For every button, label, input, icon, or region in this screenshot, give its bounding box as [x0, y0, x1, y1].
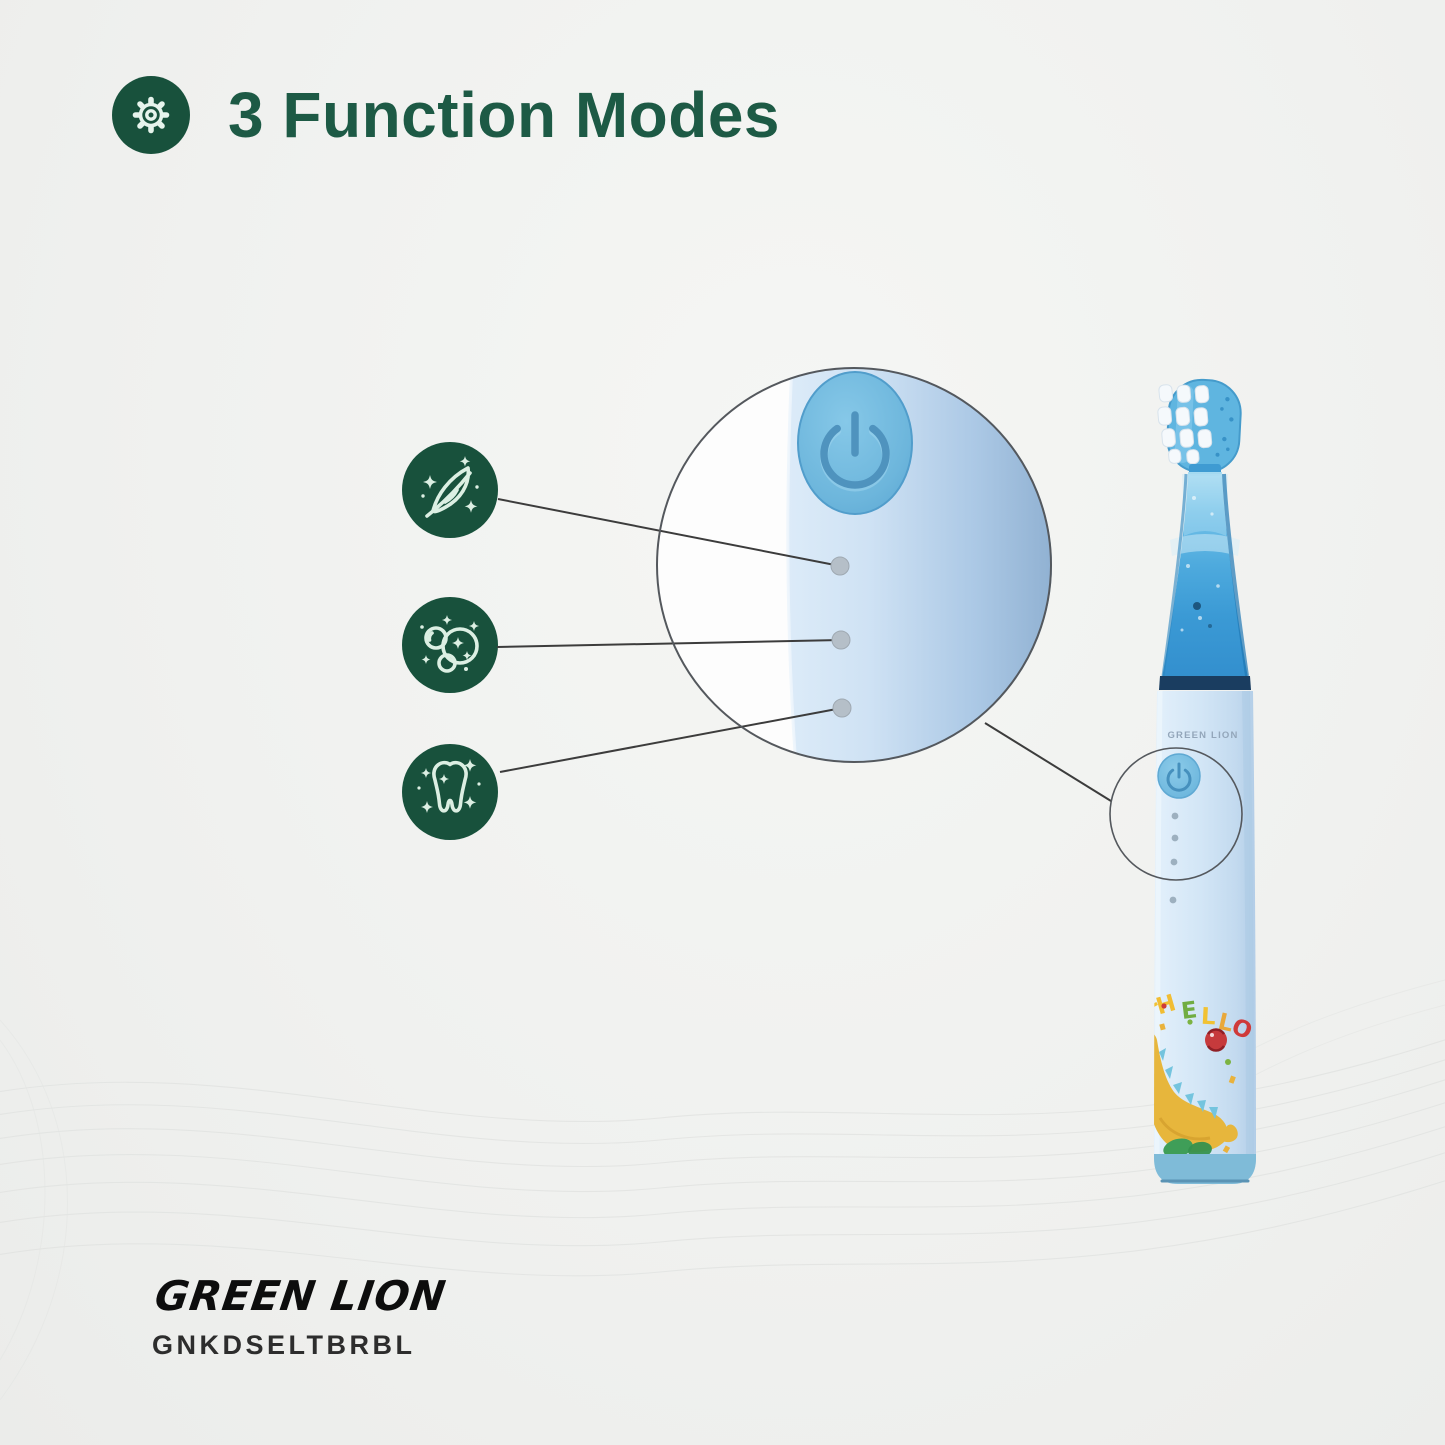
brush-head — [1157, 378, 1242, 474]
gear-badge — [112, 76, 190, 154]
bubbles-sparkles-icon — [420, 615, 479, 673]
magnified-handle — [786, 367, 1052, 763]
gear-icon — [132, 96, 170, 134]
svg-text:L: L — [1200, 1004, 1216, 1031]
bristles — [1157, 384, 1213, 465]
mode-badge-whitening — [402, 744, 498, 840]
brand-logo: GREEN LION — [152, 1272, 450, 1320]
neck-collar-ring — [1159, 676, 1251, 690]
indicator-dot-3 — [1170, 858, 1178, 866]
tooth-sparkles-icon — [417, 759, 481, 813]
feather-sparkles-icon — [421, 456, 479, 518]
indicator-dot-2 — [1171, 834, 1179, 842]
mode-badge-clean — [402, 597, 498, 693]
indicator-dot-1 — [1171, 812, 1179, 820]
power-button-magnified — [797, 371, 913, 515]
ball-graphic — [1205, 1028, 1227, 1052]
footer: GREEN LION GNKDSELTBRBL — [152, 1272, 449, 1361]
page-title: 3 Function Modes — [228, 79, 780, 151]
header: 3 Function Modes — [112, 76, 780, 154]
brush-handle: GREEN LION L H E L — [1154, 690, 1256, 1184]
indicator-dot-4 — [1169, 896, 1177, 904]
model-number: GNKDSELTBRBL — [152, 1330, 416, 1360]
device-brand-label: GREEN LION — [1167, 730, 1238, 741]
magnifier-connector-line — [984, 722, 1112, 802]
magnifier-view — [656, 367, 1052, 763]
device-power-button — [1157, 753, 1201, 799]
toothbrush: GREEN LION L H E L — [1154, 378, 1256, 1184]
mode-badge-gentle — [402, 442, 498, 538]
brush-neck — [1159, 464, 1251, 690]
